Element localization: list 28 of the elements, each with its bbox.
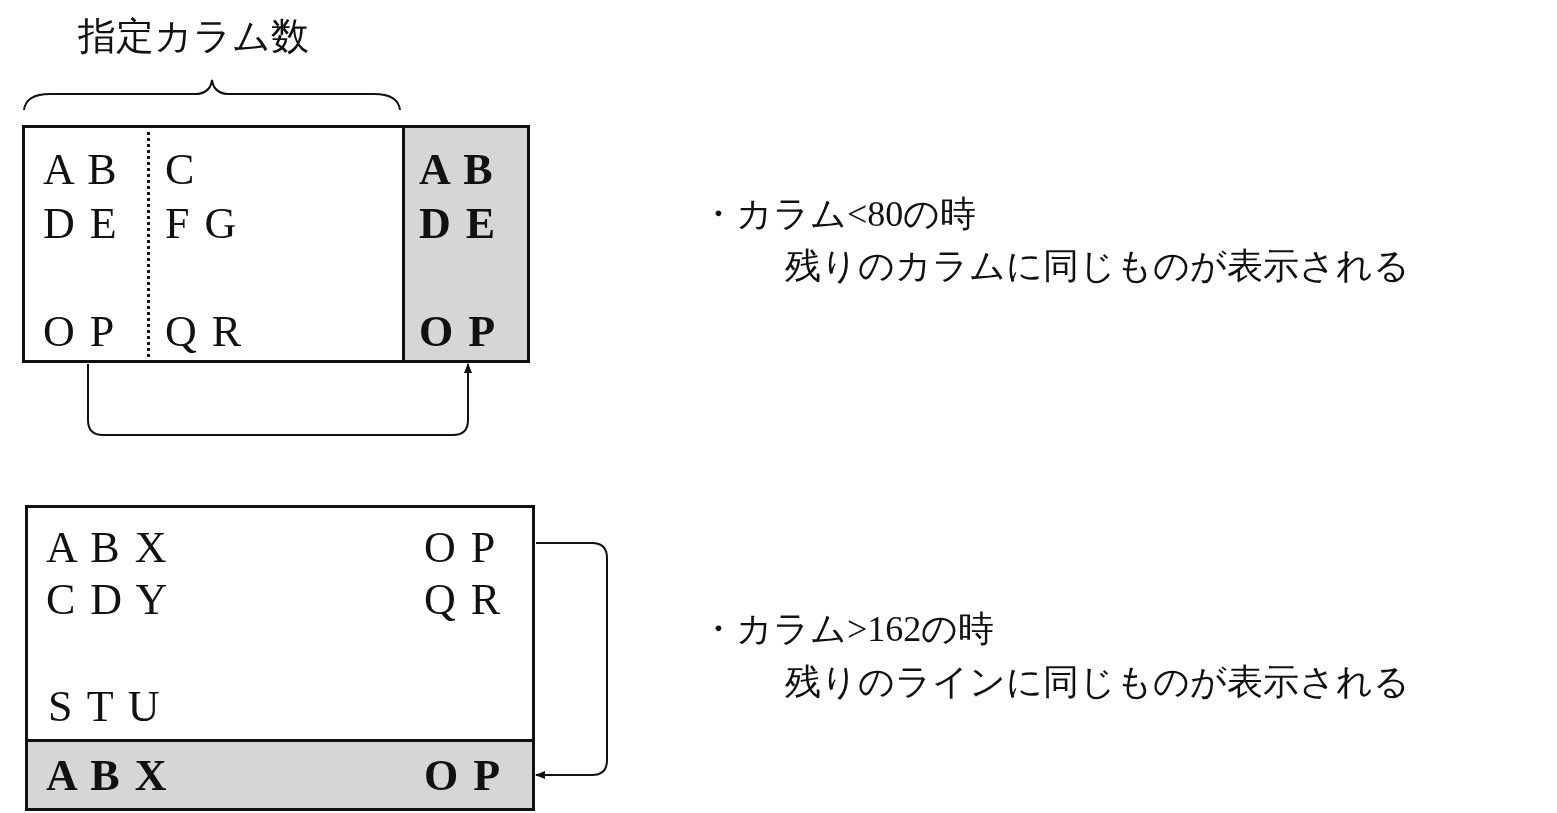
screen-text: O P xyxy=(424,524,496,572)
note-text: ・カラム>162の時 xyxy=(700,608,995,651)
screen-area xyxy=(25,505,535,742)
screen-text: S T U xyxy=(48,683,160,731)
note-text: 残りのラインに同じものが表示される xyxy=(785,661,1410,704)
screen-text: O P xyxy=(43,308,115,356)
screen-text: D E xyxy=(419,200,496,248)
note-text: 残りのカラムに同じものが表示される xyxy=(785,245,1410,288)
screen-text: Q R xyxy=(424,576,501,624)
arrow xyxy=(535,542,608,779)
arrow xyxy=(87,363,472,436)
screen-text: A B xyxy=(43,146,117,194)
screen-text: O P xyxy=(424,752,501,800)
screen-area xyxy=(150,125,405,363)
screen-text: A B xyxy=(419,146,493,194)
note-text: ・カラム<80の時 xyxy=(700,193,977,236)
screen-area xyxy=(22,125,150,363)
screen-text: D E xyxy=(43,200,117,248)
screen-text: Q R xyxy=(165,308,242,356)
brace-label: 指定カラム数 xyxy=(78,14,309,58)
screen-text: F G xyxy=(165,200,237,248)
screen-text: A B X xyxy=(46,524,167,572)
screen-text: C D Y xyxy=(46,576,168,624)
screen-text: O P xyxy=(419,308,496,356)
screen-text: C xyxy=(165,146,195,194)
shaded-area xyxy=(405,125,530,363)
screen-text: A B X xyxy=(46,752,167,800)
shaded-area xyxy=(25,739,535,811)
